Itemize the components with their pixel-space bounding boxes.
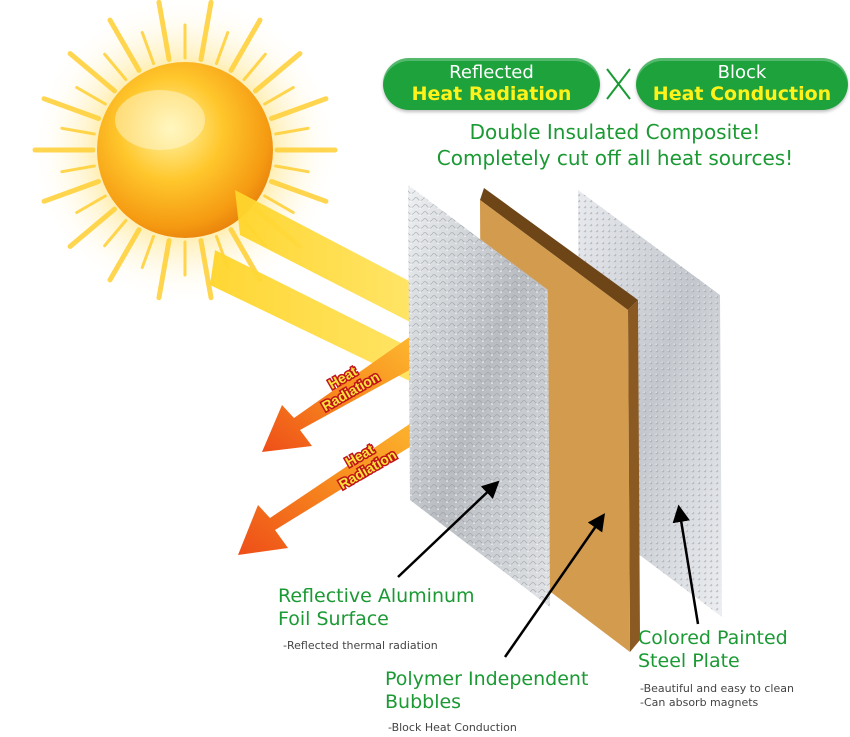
sun-ray	[140, 31, 156, 66]
bubble-layer-title: Polymer Independent Bubbles	[385, 668, 588, 714]
sun-ray	[214, 31, 230, 66]
block-heat-conduction-pill: Block Heat Conduction	[636, 58, 848, 110]
sun-ray	[198, 238, 214, 301]
sun-ray	[156, 0, 172, 62]
sun-ray	[274, 164, 310, 174]
foil-layer-title-line2: Foil Surface	[278, 608, 389, 630]
sun-ray	[242, 52, 267, 82]
sun-ray	[140, 234, 156, 269]
foil-layer-title: Reflective Aluminum Foil Surface	[278, 585, 475, 631]
sun-icon	[30, 0, 340, 305]
steel-plate-note-2: -Can absorb magnets	[640, 696, 759, 709]
reflected-heat-radiation-pill: Reflected Heat Radiation	[383, 58, 600, 110]
bubble-layer-title-line2: Bubbles	[385, 691, 462, 713]
foil-layer-title-line1: Reflective Aluminum	[278, 585, 475, 607]
bubble-layer-title-line1: Polymer Independent	[385, 668, 589, 690]
foil-layer-note: -Reflected thermal radiation	[283, 639, 438, 652]
pill-left-line1: Reflected	[449, 62, 534, 83]
steel-plate-title: Colored Painted Steel Plate	[638, 627, 788, 673]
sun-ray	[67, 51, 118, 94]
heat-radiation-arrow-1	[262, 305, 455, 452]
sun-ray	[156, 238, 172, 301]
sun-ray	[41, 178, 102, 204]
sun-ray	[60, 164, 96, 174]
headline-line2: Completely cut off all heat sources!	[436, 146, 794, 170]
sun-ray	[103, 218, 128, 248]
sun-ray	[41, 96, 102, 122]
pill-right-line1: Block	[717, 62, 767, 83]
sun-ray	[107, 17, 142, 73]
pill-right-line2: Heat Conduction	[652, 83, 832, 105]
headline-line1: Double Insulated Composite!	[469, 120, 761, 144]
sun-ray	[75, 86, 107, 106]
sun-ray	[252, 51, 303, 94]
steel-plate-note-1: -Beautiful and easy to clean	[640, 682, 794, 695]
sun-ray	[263, 194, 295, 214]
bubble-layer-note: -Block Heat Conduction	[388, 721, 517, 734]
steel-plate-title-line1: Colored Painted	[638, 627, 788, 649]
callout-arrow-steel	[672, 504, 700, 625]
sun-ray	[268, 178, 329, 204]
svg-text:×: ×	[618, 88, 619, 91]
arrow-label-1: Heat Radiation	[317, 361, 383, 415]
sun-ray	[263, 86, 295, 106]
sun-ray	[107, 227, 142, 283]
callout-arrow-bubble	[503, 513, 605, 658]
sun-ray	[198, 0, 214, 62]
pill-left-line2: Heat Radiation	[411, 83, 572, 105]
steel-plate-title-line2: Steel Plate	[638, 650, 740, 672]
sun-ray	[274, 126, 310, 136]
sun-ray	[60, 126, 96, 136]
sun-ray	[67, 206, 118, 249]
callout-arrow-foil	[397, 480, 500, 578]
sun-ray	[75, 194, 107, 214]
sun-ray	[228, 17, 263, 73]
times-separator: ×	[606, 68, 631, 100]
sun-ray	[268, 96, 329, 122]
foil-layer	[408, 185, 550, 607]
sun-ray	[103, 52, 128, 82]
